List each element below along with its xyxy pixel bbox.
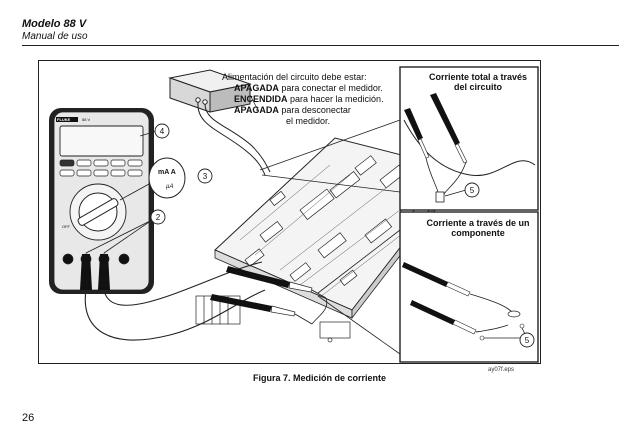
figure-frame — [38, 60, 541, 364]
page-number: 26 — [22, 412, 35, 424]
multimeter: FLUKE 88 V OFF — [49, 108, 154, 294]
inset-component-current — [399, 211, 539, 363]
power-callout-line-5: el medidor. — [286, 116, 331, 126]
marker-5-bottom: 5 — [525, 336, 530, 345]
figure-caption: Figura 7. Medición de corriente — [252, 373, 387, 383]
dial-label-ma-a: mA A — [158, 169, 176, 176]
dial-off-label: OFF — [62, 224, 71, 229]
power-callout-line-3: ENCENDIDA para hacer la medición. — [234, 94, 384, 104]
marker-5-top: 5 — [470, 186, 475, 195]
meter-model: 88 V — [82, 117, 91, 122]
marker-3: 3 — [203, 172, 208, 181]
power-callout-line-1: Alimentación del circuito debe estar: — [222, 72, 367, 82]
probes — [210, 266, 333, 343]
running-header-subtitle: Manual de uso — [22, 31, 88, 42]
figure-file-id: ay07f.eps — [488, 367, 515, 373]
inset-top-title: Corriente total a través del circuito — [428, 72, 528, 92]
meter-buttons — [59, 159, 143, 177]
markers: 4 3 2 5 5 — [85, 123, 535, 348]
power-callout-line-4: APAGADA para desconectar — [234, 105, 351, 115]
marker-4: 4 — [160, 127, 165, 136]
meter-display — [59, 125, 144, 157]
dial-label-ua: µA — [166, 184, 173, 190]
inset-bottom-title: Corriente a través de un componente — [426, 218, 530, 238]
dial-zoom-callout: mA A µA — [119, 157, 186, 201]
marker-2: 2 — [156, 213, 161, 222]
meter-brand: FLUKE — [57, 117, 71, 122]
power-callout-line-2: APAGADA para conectar el medidor. — [234, 83, 383, 93]
running-header-title: Modelo 88 V — [22, 18, 87, 30]
power-supply — [168, 69, 252, 113]
header-rule — [22, 45, 619, 46]
meter-plugs — [80, 254, 110, 290]
power-callout: Alimentación del circuito debe estar: AP… — [222, 72, 384, 127]
